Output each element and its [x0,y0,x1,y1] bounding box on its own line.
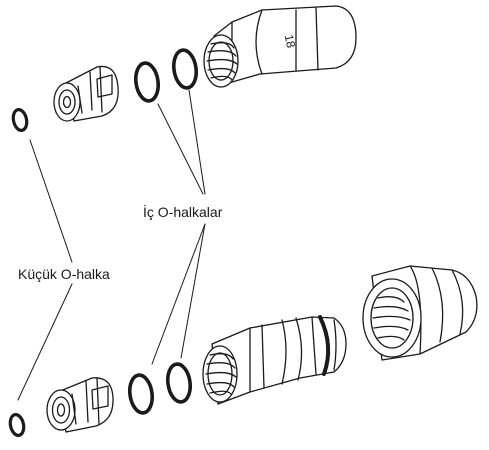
top-collet [53,65,119,122]
bottom-inner-o-ring-2 [165,362,193,404]
top-small-o-ring [11,108,29,132]
top-nut [203,5,357,88]
inner-o-rings-label: İç O-halkalar [143,204,223,220]
bottom-small-o-ring [8,413,26,437]
top-inner-o-ring-2 [171,48,199,90]
bottom-nut [362,265,478,361]
top-inner-o-ring-1 [133,61,161,103]
leader-lines [17,89,206,401]
bottom-inner-o-ring-1 [127,373,155,415]
bottom-collet [46,377,114,433]
bottom-connector-body [202,315,347,405]
small-o-ring-label: Küçük O-halka [18,266,110,282]
nut-marking: 18 [282,33,299,49]
